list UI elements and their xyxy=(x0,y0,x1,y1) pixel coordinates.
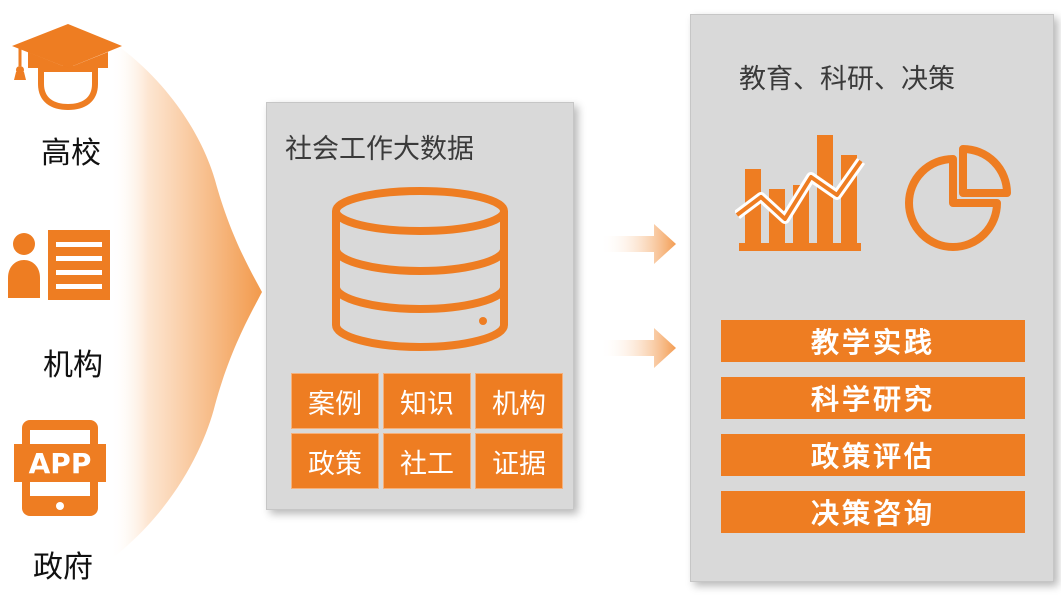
data-panel-title: 社会工作大数据 xyxy=(285,134,474,165)
arrow-right-icon xyxy=(600,224,676,264)
bar-line-chart-icon xyxy=(735,135,865,251)
source-label-university: 高校 xyxy=(41,136,101,171)
person-list-icon xyxy=(8,230,110,300)
arrow-right-icon xyxy=(600,328,676,368)
data-tag: 社工 xyxy=(383,433,471,489)
pie-chart-icon xyxy=(905,145,1011,251)
database-icon xyxy=(332,187,508,352)
output-item: 政策评估 xyxy=(721,434,1025,476)
data-tag: 政策 xyxy=(291,433,379,489)
output-item: 决策咨询 xyxy=(721,491,1025,533)
data-tags: 案例 知识 机构 政策 社工 证据 xyxy=(291,373,563,489)
tablet-app-icon: APP xyxy=(14,420,106,516)
output-item: 教学实践 xyxy=(721,320,1025,362)
source-label-institution: 机构 xyxy=(43,348,103,383)
data-panel: 社会工作大数据 案例 知识 机构 政策 社工 证据 xyxy=(266,102,574,510)
source-label-government: 政府 xyxy=(33,550,93,585)
app-label: APP xyxy=(14,444,106,482)
data-tag: 证据 xyxy=(475,433,563,489)
output-panel: 教育、科研、决策 教学实践 科学研究 政策评估 决策咨询 xyxy=(690,14,1054,582)
output-panel-title: 教育、科研、决策 xyxy=(739,64,955,95)
data-tag: 知识 xyxy=(383,373,471,429)
data-tag: 机构 xyxy=(475,373,563,429)
output-item: 科学研究 xyxy=(721,377,1025,419)
data-tag: 案例 xyxy=(291,373,379,429)
graduation-cap-icon xyxy=(12,24,122,110)
